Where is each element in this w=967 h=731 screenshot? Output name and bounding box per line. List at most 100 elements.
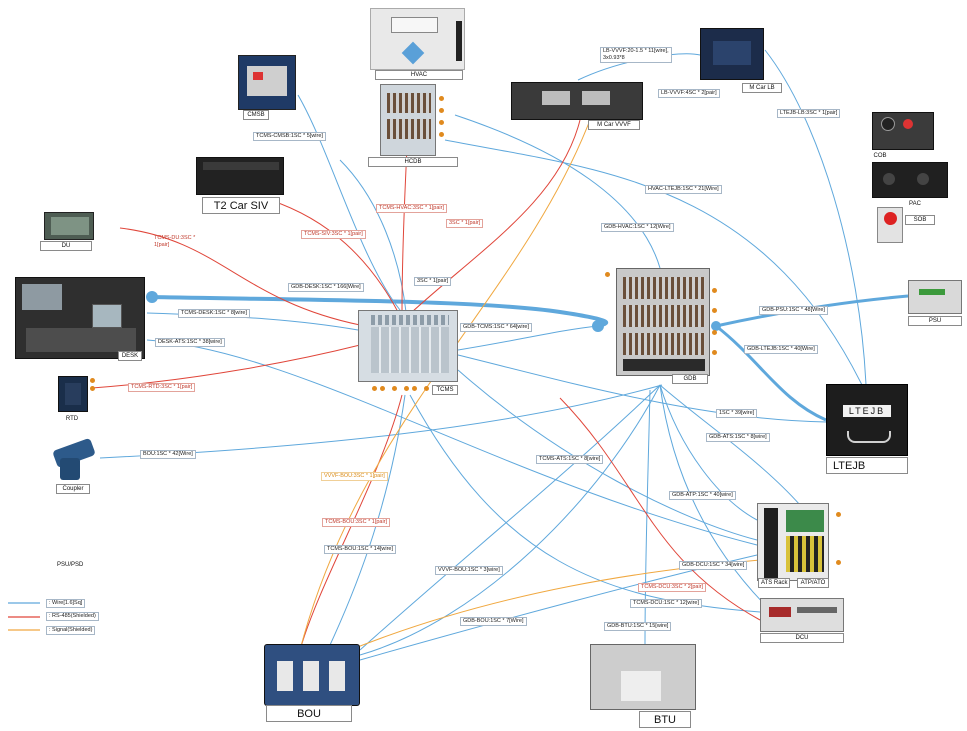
wire-label-vvvf-bou: VVVF-BOU:3SC * 1[pair] (321, 472, 388, 481)
wire-label-tcms-ats: TCMS-ATS:1SC * 8[wire] (536, 455, 604, 464)
m-car-vvvf-label: M Car VVVF (588, 120, 640, 130)
wire-label-hvac-ltejb: HVAC-LTEJB:1SC * 21[Wire] (645, 185, 722, 194)
legend-signal: : Signal(Shielded) (46, 626, 96, 635)
wire-hcdb-tcms (339, 159, 407, 313)
wire-gdb-tcms (457, 325, 599, 351)
wire-tcms-dcu (409, 394, 761, 613)
tcms-unit[interactable] (358, 310, 458, 382)
sob-label: SOB (905, 215, 935, 225)
hvac-unit[interactable] (370, 8, 465, 70)
wire-gdb-bou (359, 384, 661, 656)
wire-label-bou-42: BOU:1SC * 42[Wire] (140, 450, 196, 459)
pac-unit[interactable] (872, 162, 948, 198)
wire-label-tcms-bou: TCMS-BOU:1SC * 14[wire] (324, 545, 397, 554)
rs485-tcms-du (119, 227, 361, 326)
ltejb-unit[interactable]: LTEJB (826, 384, 908, 456)
cob-label: COB (873, 153, 887, 159)
desk-trunk-node (146, 291, 158, 303)
rs485-tcms-vvvf (411, 119, 581, 313)
wire-label-tcms-du-line1: TCMS-DU:3SC * (154, 235, 196, 241)
wire-vvvf-bou (359, 384, 661, 651)
wire-ltejb-lb (764, 49, 867, 386)
tcms-label: TCMS (432, 385, 458, 395)
wire-label-gdb-psu: GDB-PSU:1SC * 48[Wire] (759, 306, 828, 315)
desk-unit[interactable] (15, 277, 145, 359)
coupler-label: Coupler (56, 484, 90, 494)
rtd-unit[interactable] (58, 376, 88, 412)
wire-label-tcms-cmsb: TCMS-CMSB:1SC * 5[wire] (253, 132, 326, 141)
wire-label-gdb-desk: GDB-DESK:1SC * 166[Wire] (288, 283, 364, 292)
rs485-tcms-siv (269, 199, 399, 313)
wire-label-tcms-du: TCMS-DU:3SC *1[pair] (152, 235, 197, 249)
dcu-unit[interactable] (760, 598, 844, 632)
wire-gdb-ltejb-trunk (715, 324, 827, 422)
ltejb-label: LTEJB (826, 457, 908, 474)
wire-label-3sc-1: 3SC * 1[pair] (446, 219, 484, 228)
rs485-tcms-bou (299, 394, 403, 651)
sob-unit[interactable] (877, 207, 903, 243)
legend-wire: : Wire[1.6]Sq] (46, 599, 86, 608)
m-car-vvvf-unit[interactable] (511, 82, 643, 120)
ltejb-plate-text: LTEJB (843, 405, 891, 417)
wire-tcms-ltejb (457, 354, 827, 423)
wire-tcms-ats (457, 369, 758, 541)
wire-label-tcms-du-line2: 1[pair] (154, 242, 170, 248)
wire-label-gdb-btu: GDB-BTU:1SC * 15[wire] (604, 622, 672, 631)
wire-label-tcms-rtd: TCMS-RTD:3SC * 1[pair] (128, 383, 196, 392)
gdb-label: GDB (672, 374, 708, 384)
atp-ato-label: ATP/ATO (797, 578, 829, 588)
desk-label: DESK (118, 351, 142, 361)
hcdb-label: HCDB (368, 157, 458, 167)
m-car-lb-unit[interactable] (700, 28, 764, 80)
wire-label-lb-vvvf-line1: LB-VVVF:20-1.5 * 11[wire], (603, 48, 669, 54)
bou-label: BOU (266, 705, 352, 722)
wire-label-gdb-bou: GDB-BOU:1SC * 7[Wire] (460, 617, 527, 626)
wire-label-gdb-ats: GDB-ATS:1SC * 8[wire] (706, 433, 770, 442)
pac-label: PAC (909, 201, 921, 207)
bou-unit[interactable] (264, 644, 360, 706)
wire-gdb-atp (659, 384, 758, 521)
coupler-unit[interactable] (50, 434, 102, 482)
wire-label-gdb-hvac: GDB-HVAC:1SC * 12[Wire] (601, 223, 674, 232)
wire-label-gdb-atp: GDB-ATP:1SC * 40[wire] (669, 491, 736, 500)
cmsb-unit[interactable] (238, 55, 296, 110)
wire-label-tcms-siv: TCMS-SIV:3SC * 1[pair] (301, 230, 366, 239)
wire-tcms-bou (329, 394, 406, 646)
legend-rs485: : RS-485(Shielded) (46, 612, 99, 621)
wire-label-lb-vvvf-4sc: LB-VVVF:4SC * 2[pair] (658, 89, 720, 98)
gdb-unit[interactable] (616, 268, 710, 376)
dcu-label: DCU (760, 633, 844, 643)
wire-label-gdb-ltejb: GDB-LTEJB:1SC * 40[Wire] (744, 345, 818, 354)
wire-label-gdb-tcms: GDB-TCMS:1SC * 64[wire] (460, 323, 533, 332)
wire-label-3sc-2: 3SC * 1[pair] (414, 277, 452, 286)
t2-car-siv-label: T2 Car SIV (202, 197, 280, 214)
wire-label-ltejb-lb: LTEJB-LB:3SC * 1[pair] (777, 109, 841, 118)
btu-unit[interactable] (590, 644, 696, 710)
rs485-tcms-dcu (559, 397, 761, 621)
hcdb-unit[interactable] (380, 84, 436, 156)
psu-unit[interactable] (908, 280, 962, 314)
cmsb-label: CMSB (243, 110, 269, 120)
cob-unit[interactable] (872, 112, 934, 150)
wire-desk-gdb-trunk (151, 295, 608, 328)
ats-rack-unit[interactable] (757, 503, 829, 581)
wire-bou-coupler (99, 384, 663, 459)
wire-label-tcms-dcu: TCMS-DCU:1SC * 12[wire] (630, 599, 703, 608)
wire-tcms-cmsb (297, 94, 401, 311)
m-car-lb-label: M Car LB (742, 83, 782, 93)
btu-label: BTU (639, 711, 691, 728)
du-label: DU (40, 241, 92, 251)
wire-label-lb-vvvf: LB-VVVF:20-1.5 * 11[wire],3x0.93*8 (600, 47, 672, 63)
wire-label-tcms-dcu-red: TCMS-DCU:3SC * 2[pair] (638, 583, 707, 592)
wire-label-tcms-desk: TCMS-DESK:1SC * 8[wire] (178, 309, 251, 318)
t2-car-siv-unit[interactable] (196, 157, 284, 195)
ats-rack-label: ATS Rack (758, 578, 790, 588)
wire-label-tcms-bou-red: TCMS-BOU:3SC * 1[pair] (322, 518, 391, 527)
wire-label-gdb-dcu: GDB-DCU:1SC * 34[wire] (679, 561, 748, 570)
wire-desk-ats (146, 339, 758, 546)
wire-label-lb-vvvf-line2: 3x0.93*8 (603, 55, 625, 61)
du-unit[interactable] (44, 212, 94, 240)
rtd-label: RTD (65, 416, 79, 422)
wire-label-desk-ats: DESK-ATS:1SC * 38[wire] (155, 338, 225, 347)
